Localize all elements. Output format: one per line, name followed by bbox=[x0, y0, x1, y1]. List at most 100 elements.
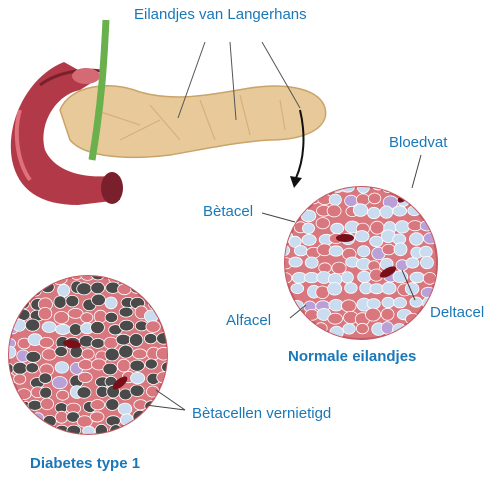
normal-islet-beta-cell bbox=[395, 221, 409, 233]
diabetes-islet-destroyed-cell bbox=[77, 387, 91, 399]
diabetes-islet-destroyed-cell bbox=[69, 324, 81, 336]
diabetes-islet-alpha-cell bbox=[117, 359, 130, 372]
normal-islet-beta-cell bbox=[289, 257, 302, 267]
zoom-arrow-head bbox=[290, 176, 302, 188]
diabetes-islet-alpha-cell bbox=[42, 349, 56, 360]
normal-islet-beta-cell bbox=[329, 194, 341, 205]
normal-islet-blood-vessel bbox=[336, 234, 354, 242]
normal-islet-alpha-cell bbox=[328, 313, 343, 324]
normal-islet-beta-cell bbox=[368, 207, 381, 218]
diabetes-islet-destroyed-cell bbox=[119, 345, 133, 358]
diabetes-islet-destroyed-cell bbox=[103, 363, 117, 375]
diabetes-islet-destroyed-cell bbox=[66, 295, 79, 307]
diabetes-islet-destroyed-cell bbox=[119, 320, 133, 331]
diabetes-islet-beta-cell bbox=[55, 362, 69, 374]
label-beta-destroyed: Bètacellen vernietigd bbox=[192, 406, 331, 421]
normal-islet-beta-cell bbox=[380, 206, 393, 218]
normal-islet-beta-cell bbox=[406, 258, 419, 268]
normal-islet-beta-cell bbox=[291, 284, 304, 294]
normal-islet-beta-cell bbox=[421, 256, 434, 268]
diabetes-islet-alpha-cell bbox=[90, 412, 104, 422]
normal-islet-delta-cell bbox=[421, 287, 436, 298]
normal-islet-beta-cell bbox=[410, 233, 424, 246]
normal-islet bbox=[275, 179, 438, 339]
diabetes-islet-beta-cell bbox=[118, 403, 132, 415]
normal-islet-delta-cell bbox=[381, 322, 393, 334]
diabetes-islet-destroyed-cell bbox=[40, 387, 52, 398]
normal-islet-beta-cell bbox=[410, 297, 422, 307]
label-delta-cell: Deltacel bbox=[430, 305, 484, 320]
diabetes-islet-destroyed-cell bbox=[119, 307, 133, 317]
normal-islet-beta-cell bbox=[408, 206, 421, 216]
diabetes-islet-destroyed-cell bbox=[91, 321, 105, 333]
diabetes-islet-destroyed-cell bbox=[106, 399, 119, 411]
normal-islet-alpha-cell bbox=[342, 300, 357, 312]
diabetes-islet-alpha-cell bbox=[38, 307, 51, 319]
diabetes-islet bbox=[0, 268, 174, 438]
diabetes-islet-destroyed-cell bbox=[92, 294, 106, 306]
normal-islet-beta-cell bbox=[394, 243, 407, 256]
normal-islet-alpha-cell bbox=[278, 273, 292, 284]
normal-islet-beta-cell bbox=[301, 210, 316, 222]
normal-islet-beta-cell bbox=[290, 300, 303, 311]
diabetes-islet-alpha-cell bbox=[57, 390, 69, 400]
label-beta-cell: Bètacel bbox=[203, 204, 253, 219]
diabetes-islet-alpha-cell bbox=[82, 349, 94, 360]
diabetes-islet-destroyed-cell bbox=[26, 351, 41, 362]
diabetes-islet-destroyed-cell bbox=[105, 348, 119, 361]
diabetes-islet-destroyed-cell bbox=[157, 333, 172, 345]
normal-islet-alpha-cell bbox=[327, 205, 341, 217]
normal-islet-beta-cell bbox=[343, 324, 355, 335]
caption-diabetes-type1: Diabetes type 1 bbox=[30, 456, 140, 471]
normal-islet-beta-cell bbox=[353, 204, 367, 217]
diabetes-islet-destroyed-cell bbox=[77, 283, 92, 295]
normal-islet-alpha-cell bbox=[370, 221, 384, 234]
diabetes-islet-destroyed-cell bbox=[105, 312, 118, 322]
diabetes-islet-delta-cell bbox=[32, 413, 44, 425]
diabetes-islet-destroyed-cell bbox=[54, 296, 66, 309]
diabetes-islet-destroyed-cell bbox=[28, 286, 42, 297]
diabetes-islet-alpha-cell bbox=[118, 284, 132, 295]
normal-islet-beta-cell bbox=[294, 246, 307, 256]
diabetes-islet-beta-cell bbox=[56, 324, 71, 334]
normal-islet-alpha-cell bbox=[356, 323, 368, 334]
normal-islet-beta-cell bbox=[393, 206, 407, 216]
diabetes-islet-destroyed-cell bbox=[13, 362, 27, 374]
diabetes-islet-alpha-cell bbox=[54, 311, 69, 323]
normal-islet-delta-cell bbox=[424, 233, 438, 244]
diabetes-islet-destroyed-cell bbox=[91, 268, 105, 280]
diabetes-islet-destroyed-cell bbox=[131, 283, 145, 293]
diabetes-islet-alpha-cell bbox=[14, 374, 26, 384]
normal-islet-beta-cell bbox=[328, 283, 342, 296]
diabetes-islet-alpha-cell bbox=[156, 347, 170, 360]
normal-islet-beta-cell bbox=[341, 272, 353, 283]
normal-islet-alpha-cell bbox=[316, 286, 329, 299]
normal-islet-alpha-cell bbox=[356, 194, 369, 205]
diabetes-islet-alpha-cell bbox=[133, 349, 147, 359]
diabetes-islet-destroyed-cell bbox=[145, 359, 157, 369]
diabetes-islet-destroyed-cell bbox=[25, 319, 39, 331]
diabetes-islet-destroyed-cell bbox=[26, 363, 39, 373]
normal-islet-beta-cell bbox=[358, 271, 371, 282]
diabetes-islet-alpha-cell bbox=[71, 269, 83, 280]
normal-islet-beta-cell bbox=[367, 299, 380, 309]
diabetes-islet-destroyed-cell bbox=[95, 424, 107, 436]
normal-islet-alpha-cell bbox=[332, 262, 346, 274]
normal-islet-beta-cell bbox=[382, 297, 394, 307]
diabetes-islet-alpha-cell bbox=[146, 321, 160, 333]
diabetes-islet-beta-cell bbox=[105, 297, 117, 309]
normal-islet-beta-cell bbox=[329, 246, 343, 256]
normal-islet-beta-cell bbox=[275, 244, 289, 256]
diabetes-islet-destroyed-cell bbox=[116, 334, 131, 345]
diabetes-islet-beta-cell bbox=[42, 322, 56, 333]
diabetes-islet-destroyed-cell bbox=[129, 334, 143, 347]
diabetes-islet-destroyed-cell bbox=[106, 416, 120, 426]
diabetes-islet-destroyed-cell bbox=[130, 360, 145, 371]
normal-islet-beta-cell bbox=[345, 283, 358, 294]
normal-islet-beta-cell bbox=[358, 246, 370, 257]
caption-normal-islets: Normale eilandjes bbox=[288, 349, 416, 364]
diabetes-islet-alpha-cell bbox=[81, 313, 93, 323]
diabetes-islet-alpha-cell bbox=[41, 398, 54, 410]
diabetes-islet-destroyed-cell bbox=[145, 333, 157, 344]
diabetes-islet-alpha-cell bbox=[91, 400, 105, 410]
